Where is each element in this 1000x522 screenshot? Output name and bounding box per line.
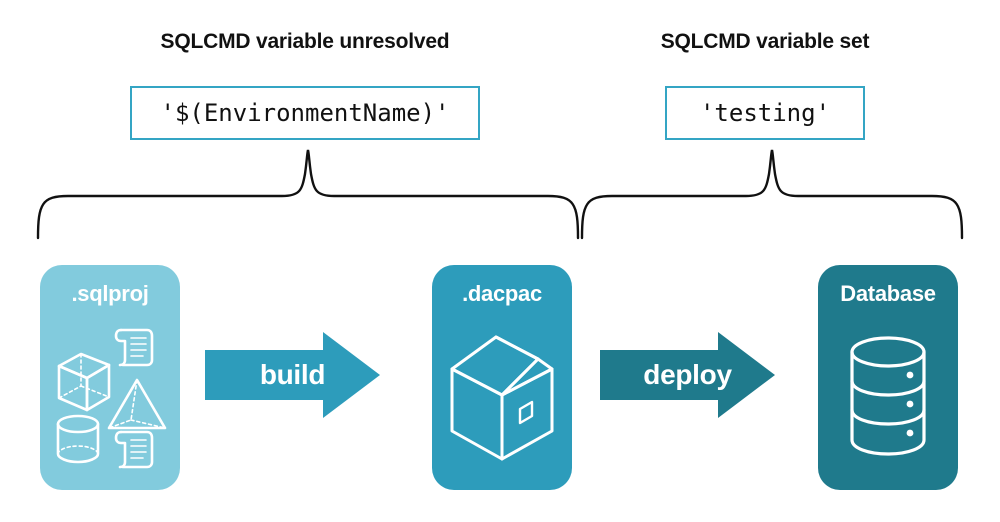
- brace-right: [580, 149, 964, 240]
- cube-icon: [57, 352, 111, 411]
- section-heading-set: SQLCMD variable set: [660, 30, 870, 53]
- arrow-build: [205, 332, 380, 418]
- dacpac-artwork: [432, 307, 572, 490]
- database-artwork: [818, 307, 958, 490]
- card-label-dacpac: .dacpac: [462, 281, 542, 306]
- cylinder-icon: [56, 414, 100, 463]
- value-box-set: 'testing': [665, 86, 865, 140]
- script-scroll-icon: [114, 430, 154, 468]
- card-database[interactable]: Database: [818, 265, 958, 490]
- script-scroll-icon: [114, 328, 154, 366]
- brace-left: [36, 149, 580, 240]
- sqlproj-artwork: [40, 307, 180, 490]
- database-cylinder-icon: [850, 335, 926, 456]
- package-box-icon: [450, 335, 554, 461]
- value-box-unresolved: '$(EnvironmentName)': [130, 86, 480, 140]
- card-label-sqlproj: .sqlproj: [71, 281, 149, 306]
- card-label-database: Database: [840, 281, 936, 306]
- card-sqlproj[interactable]: .sqlproj: [40, 265, 180, 490]
- arrow-deploy: [600, 332, 775, 418]
- card-dacpac[interactable]: .dacpac: [432, 265, 572, 490]
- pyramid-icon: [107, 378, 167, 429]
- section-heading-unresolved: SQLCMD variable unresolved: [160, 30, 450, 53]
